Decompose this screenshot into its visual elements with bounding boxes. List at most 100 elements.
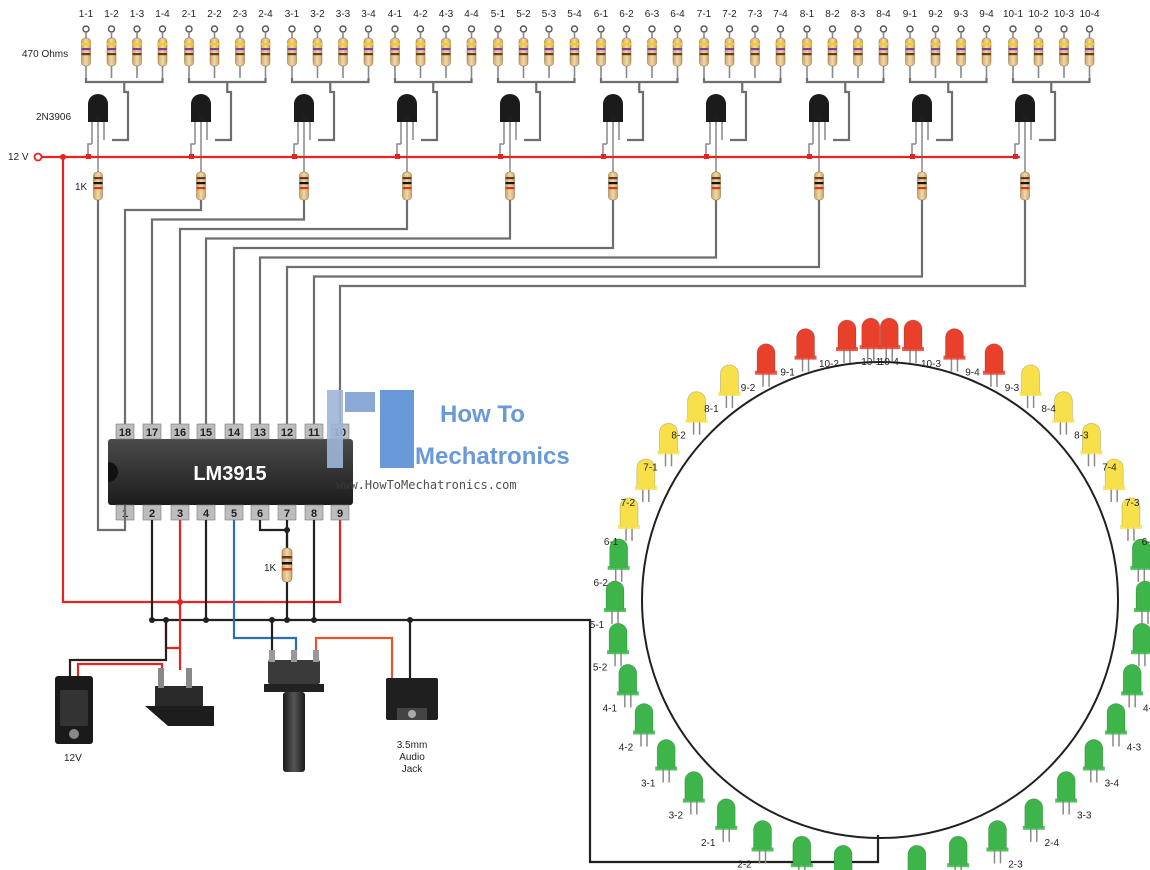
- led-body: [636, 458, 656, 489]
- ring-led-2-1: 2-1: [701, 798, 738, 849]
- column-label: 8-1: [800, 9, 815, 20]
- column-resistor: [596, 37, 606, 67]
- led-column-7-2: 7-2: [722, 9, 737, 78]
- column-resistor: [132, 37, 142, 67]
- ring-led-5-3: 5-3: [1130, 622, 1150, 667]
- column-label: 9-4: [979, 9, 994, 20]
- pin-label: 6: [257, 508, 263, 520]
- column-label: 3-4: [361, 9, 376, 20]
- stage-1: N: [84, 78, 164, 201]
- pin-label: 14: [228, 427, 241, 439]
- column-terminal: [82, 25, 90, 33]
- chip-pin-4: 4: [196, 504, 216, 521]
- column-terminal: [957, 25, 965, 33]
- resistor-row-label: 470 Ohms: [22, 49, 68, 60]
- chip-pin-9: 9: [330, 504, 350, 521]
- pin-label: 15: [200, 427, 212, 439]
- led-label: 6-2: [593, 578, 608, 589]
- pin-label: 17: [146, 427, 158, 439]
- base-resistor: [93, 171, 103, 201]
- ring-led-1-1: 1-1: [790, 835, 813, 870]
- led-label: 4-2: [619, 743, 634, 754]
- watermark-line2: Mechatronics: [415, 443, 570, 470]
- transistor-mark: N: [404, 114, 410, 123]
- ring-led-3-1: 3-1: [641, 739, 678, 790]
- supply-label: 12 V: [8, 152, 29, 163]
- column-resistor: [81, 37, 91, 67]
- ring-led-2-2: 2-2: [737, 820, 774, 870]
- led-column-1-3: 1-3: [130, 9, 145, 78]
- column-terminal: [545, 25, 553, 33]
- column-resistor: [956, 37, 966, 67]
- transistor: [500, 94, 520, 122]
- column-label: 4-3: [439, 9, 454, 20]
- column-resistor: [106, 37, 117, 67]
- stage-6: N: [599, 78, 679, 201]
- stage-9: N: [908, 78, 988, 201]
- column-resistor: [157, 37, 168, 67]
- led-column-9-4: 9-4: [979, 9, 994, 78]
- transistor: [603, 94, 623, 122]
- led-label: 4-3: [1127, 743, 1142, 754]
- base-resistor: [1020, 171, 1030, 201]
- pot-resistor-label: 1K: [264, 563, 277, 574]
- chip-pin-12: 12: [277, 423, 297, 440]
- column-resistor: [930, 37, 941, 67]
- pin-label: 5: [231, 508, 237, 520]
- led-body: [720, 364, 739, 395]
- column-terminal: [803, 25, 811, 33]
- base-resistor: [711, 171, 721, 201]
- column-terminal: [879, 25, 888, 33]
- led-body: [656, 739, 676, 769]
- column-terminal: [185, 25, 193, 33]
- stage-3: N: [290, 78, 370, 201]
- ring-led-4-4: 4-4: [1121, 664, 1150, 714]
- led-label: 2-3: [1008, 860, 1023, 870]
- lower-wiring: [60, 154, 880, 864]
- led-body: [753, 820, 772, 850]
- column-resistor: [287, 37, 297, 67]
- column-terminal: [158, 25, 167, 33]
- column-label: 2-2: [207, 9, 222, 20]
- column-resistor: [235, 37, 245, 67]
- column-resistor: [878, 37, 889, 67]
- pin-label: 18: [119, 427, 131, 439]
- column-resistor: [518, 37, 529, 67]
- led-label: 4-1: [603, 703, 618, 714]
- led-column-8-2: 8-2: [825, 9, 840, 78]
- ring-led-9-4: 9-4: [943, 328, 980, 379]
- transistor: [88, 94, 108, 122]
- chip-pin-5: 5: [224, 504, 244, 521]
- column-resistor: [1033, 37, 1044, 67]
- column-terminal: [210, 25, 219, 33]
- led-label: 8-3: [1074, 431, 1089, 442]
- transistor: [809, 94, 829, 122]
- audio-jack-label-2: Audio: [399, 752, 425, 763]
- pin-label: 16: [174, 427, 186, 439]
- ring-led-3-4: 3-4: [1082, 739, 1119, 790]
- column-resistor: [493, 37, 503, 67]
- led-column-9-2: 9-2: [928, 9, 943, 78]
- ring-led-8-2: 8-2: [671, 391, 708, 442]
- led-column-5-4: 5-4: [567, 9, 582, 78]
- led-label: 3-1: [641, 779, 656, 790]
- base-resistor: [814, 171, 824, 201]
- ring-led-6-3: 6-3: [1130, 538, 1150, 582]
- led-label: 10-4: [879, 357, 899, 368]
- ring-led-5-2: 5-2: [593, 622, 630, 673]
- led-column-5-3: 5-3: [542, 9, 557, 78]
- column-label: 1-1: [79, 9, 94, 20]
- column-resistor: [441, 37, 451, 67]
- transistor-mark: N: [1022, 114, 1028, 123]
- column-label: 6-2: [619, 9, 634, 20]
- led-column-4-2: 4-2: [413, 9, 428, 78]
- column-resistor: [724, 37, 735, 67]
- base-resistor: [505, 171, 515, 201]
- led-body: [608, 622, 628, 653]
- column-label: 3-2: [310, 9, 325, 20]
- column-terminal: [1060, 25, 1068, 33]
- supply-terminal: [33, 152, 43, 162]
- ring-led-1-3: 1-3: [907, 845, 927, 870]
- ring-led-5-1: 5-1: [590, 580, 627, 631]
